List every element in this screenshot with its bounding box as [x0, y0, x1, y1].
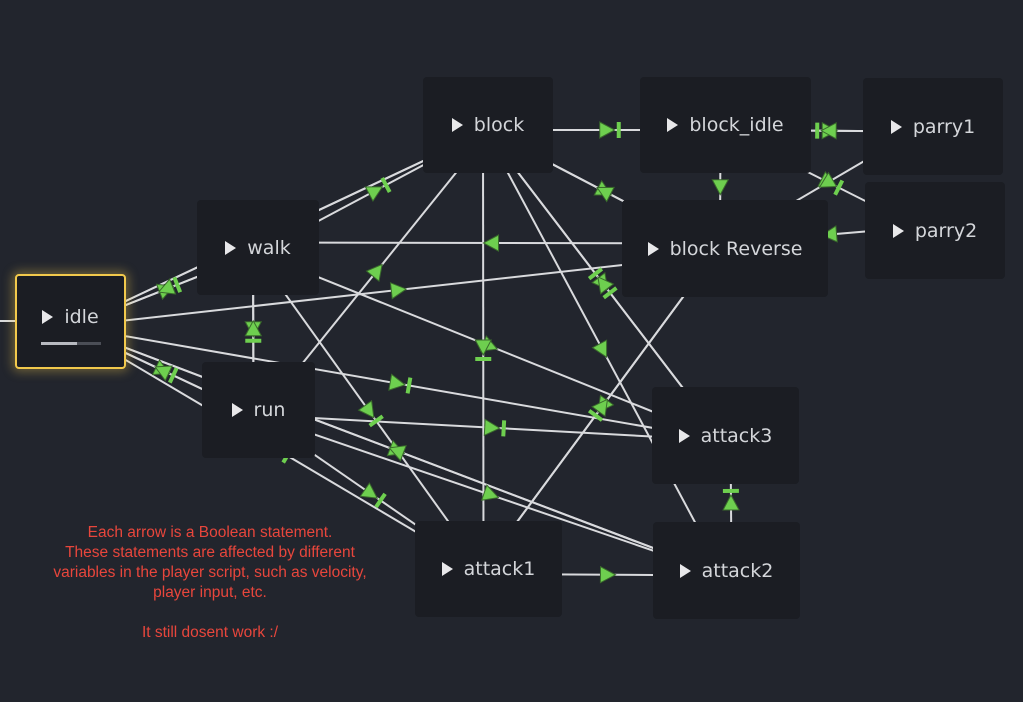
play-icon[interactable] — [890, 119, 902, 134]
state-label: idle — [64, 306, 99, 328]
state-node-parry2[interactable]: parry2 — [865, 182, 1005, 279]
play-icon[interactable] — [667, 118, 679, 132]
state-label: block_idle — [689, 114, 784, 136]
condition-bar-icon — [475, 356, 492, 362]
note-line: player input, etc. — [153, 584, 267, 601]
transition-arrow-icon[interactable] — [386, 440, 407, 462]
condition-bar-icon — [587, 267, 604, 281]
state-label: attack3 — [700, 424, 773, 447]
transition-arrow-icon[interactable] — [722, 488, 740, 511]
play-icon[interactable] — [225, 240, 237, 255]
condition-bar-icon — [602, 286, 618, 300]
transition-arrow-icon[interactable] — [359, 482, 387, 509]
transition-arrow-icon[interactable] — [815, 121, 837, 140]
state-node-block[interactable]: block — [423, 77, 553, 173]
condition-bar-icon — [722, 488, 739, 494]
condition-bar-icon — [368, 414, 384, 428]
transition-arrow-icon[interactable] — [587, 267, 615, 295]
transition-arrow-icon[interactable] — [816, 171, 838, 194]
condition-bar-icon — [616, 122, 621, 138]
note-line: These statements are affected by differe… — [65, 544, 355, 561]
transition-arrow-icon[interactable] — [599, 565, 617, 584]
transition-arrow-icon[interactable] — [389, 281, 408, 300]
condition-bar-icon — [587, 409, 604, 422]
transition-arrow-icon[interactable] — [480, 484, 501, 505]
state-label: attack1 — [463, 558, 536, 580]
playback-progress — [40, 342, 101, 345]
transition-arrow-icon[interactable] — [357, 399, 384, 428]
transition-arrow-icon[interactable] — [591, 395, 614, 418]
condition-bar-icon — [501, 420, 507, 437]
transition-arrow-icon[interactable] — [711, 179, 730, 196]
transition-arrow-icon[interactable] — [599, 121, 621, 139]
transition-arrow-icon[interactable] — [593, 180, 615, 203]
note-footer: It still dosent work :/ — [141, 624, 279, 641]
transition-arrow-icon[interactable] — [152, 360, 173, 382]
transition-arrow-icon[interactable] — [244, 319, 263, 337]
transition-arrow-icon[interactable] — [365, 259, 389, 283]
transition-arrow-icon[interactable] — [156, 278, 177, 299]
state-label: block — [473, 114, 525, 136]
state-node-walk[interactable]: walk — [197, 200, 319, 295]
state-node-run[interactable]: run — [202, 362, 315, 458]
condition-bar-icon — [815, 122, 820, 139]
play-icon[interactable] — [441, 562, 453, 576]
condition-bar-icon — [168, 367, 179, 384]
state-label: attack2 — [701, 559, 774, 582]
state-node-parry1[interactable]: parry1 — [863, 78, 1003, 175]
transition-arrow-icon[interactable] — [474, 339, 493, 362]
condition-bar-icon — [374, 492, 387, 509]
transition-arrow-icon[interactable] — [591, 339, 613, 361]
transition-arrow-icon[interactable] — [388, 373, 413, 394]
transition-arrow-icon[interactable] — [483, 418, 507, 437]
condition-bar-icon — [833, 179, 845, 196]
play-icon[interactable] — [892, 223, 904, 238]
annotation-note: Each arrow is a Boolean statement. These… — [20, 523, 400, 643]
state-label: parry2 — [914, 219, 978, 242]
play-icon[interactable] — [42, 310, 54, 324]
state-node-idle[interactable]: idle — [15, 274, 126, 369]
state-node-attack3[interactable]: attack3 — [652, 387, 799, 484]
state-node-block-idle[interactable]: block_idle — [640, 77, 811, 173]
transition-arrow-icon[interactable] — [364, 177, 392, 202]
state-label: parry1 — [912, 115, 976, 138]
play-icon[interactable] — [679, 563, 691, 578]
state-node-attack2[interactable]: attack2 — [653, 522, 800, 619]
state-node-block-reverse[interactable]: block Reverse — [622, 200, 828, 297]
state-label: block Reverse — [669, 237, 803, 260]
condition-bar-icon — [245, 338, 262, 343]
play-icon[interactable] — [647, 241, 659, 256]
state-node-attack1[interactable]: attack1 — [415, 521, 562, 617]
play-icon[interactable] — [451, 118, 463, 132]
note-line: Each arrow is a Boolean statement. — [87, 524, 333, 541]
state-label: walk — [247, 236, 291, 259]
transition-arrow-icon[interactable] — [482, 234, 500, 252]
condition-bar-icon — [172, 276, 183, 293]
condition-bar-icon — [380, 177, 392, 194]
state-label: run — [253, 399, 286, 421]
play-icon[interactable] — [231, 403, 243, 417]
note-line: variables in the player script, such as … — [53, 564, 367, 581]
play-icon[interactable] — [678, 428, 690, 443]
condition-bar-icon — [405, 377, 413, 394]
